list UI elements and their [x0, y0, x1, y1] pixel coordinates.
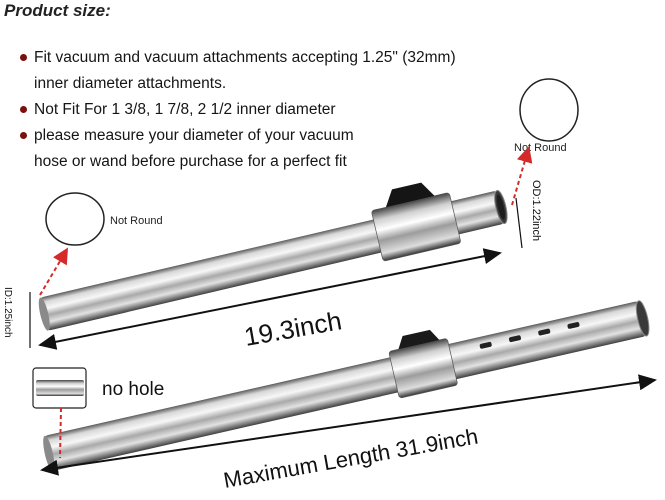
od-pointer-arrow	[511, 146, 533, 206]
bullet-list: Fit vacuum and vacuum attachments accept…	[14, 45, 534, 175]
id-pointer-arrow	[39, 247, 69, 296]
short-tube	[38, 182, 508, 331]
bullet-text-continued: inner diameter attachments.	[34, 75, 227, 92]
bullet-text: please measure your diameter of your vac…	[34, 127, 354, 144]
id-label: ID:1.25inch	[2, 287, 13, 338]
not-round-label-left: Not Round	[110, 215, 163, 227]
bullet-dot-icon	[20, 54, 27, 61]
max-length-dimension-line	[40, 374, 657, 476]
not-round-circle-left-icon	[45, 192, 105, 246]
bullet-text-continued: hose or wand before purchase for a perfe…	[34, 153, 347, 170]
bullet-dot-icon	[20, 106, 27, 113]
bullet-dot-icon	[20, 132, 27, 139]
product-size-title: Product size:	[4, 1, 111, 20]
bullet-item-measure: please measure your diameter of your vac…	[14, 123, 534, 175]
od-dimension-line	[515, 197, 523, 249]
not-round-circle-right-icon	[519, 78, 579, 142]
bullet-text: Fit vacuum and vacuum attachments accept…	[34, 49, 456, 66]
length-label: 19.3inch	[242, 305, 344, 352]
bullet-item-not-fit: Not Fit For 1 3/8, 1 7/8, 2 1/2 inner di…	[14, 97, 534, 123]
bullet-item-fit: Fit vacuum and vacuum attachments accept…	[14, 45, 534, 97]
max-length-label: Maximum Length 31.9inch	[222, 423, 480, 492]
release-button-icon	[385, 182, 435, 208]
bullet-text: Not Fit For 1 3/8, 1 7/8, 2 1/2 inner di…	[34, 101, 336, 118]
od-label: OD:1.22inch	[530, 180, 542, 241]
not-round-label-right: Not Round	[514, 142, 567, 154]
length-dimension-line	[38, 248, 502, 350]
no-hole-label: no hole	[102, 379, 164, 400]
